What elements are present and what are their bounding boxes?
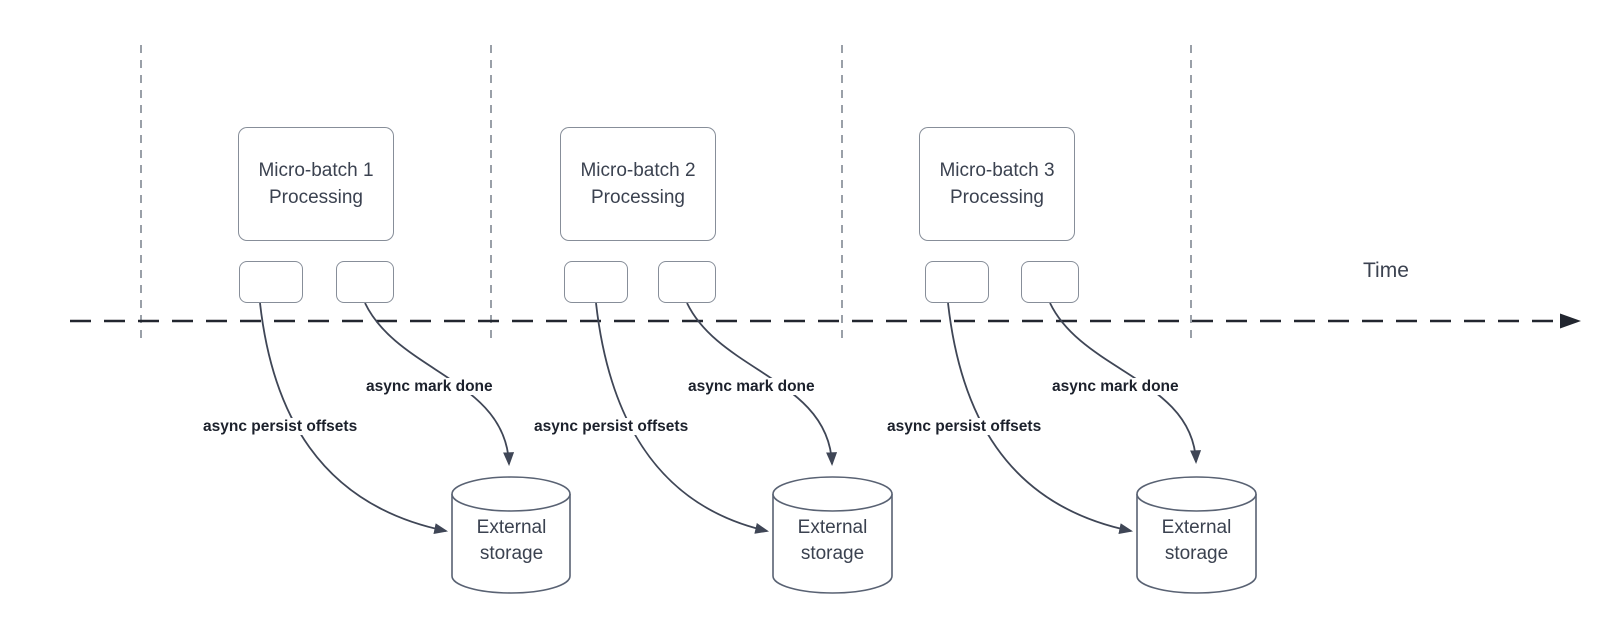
persist-offsets-arrow-3 xyxy=(947,302,1134,535)
micro-batch-2-processing-node: Micro-batch 2 Processing xyxy=(560,127,716,241)
micro-batch-3-title-line2: Processing xyxy=(950,187,1044,208)
persist-offsets-label-1: async persist offsets xyxy=(203,418,358,435)
storage-cylinder-1 xyxy=(451,476,571,594)
micro-batch-1-processing-node: Micro-batch 1 Processing xyxy=(238,127,394,241)
timeline-arrowhead xyxy=(1560,313,1581,329)
mark-done-task-node-3 xyxy=(1021,261,1079,303)
persist-offsets-label-2: async persist offsets xyxy=(534,418,689,435)
mark-done-label-2: async mark done xyxy=(688,378,815,395)
micro-batch-3-processing-node: Micro-batch 3 Processing xyxy=(919,127,1075,241)
external-storage-label-1-line2: storage xyxy=(479,543,544,564)
mark-done-label-1: async mark done xyxy=(366,378,493,395)
mark-done-task-node-1 xyxy=(336,261,394,303)
external-storage-label-1: External storage xyxy=(452,515,571,567)
mark-done-label-3: async mark done xyxy=(1052,378,1179,395)
micro-batch-1-title-line2: Processing xyxy=(269,187,363,208)
storage-cylinder-2 xyxy=(772,476,893,594)
persist-offsets-arrow-1 xyxy=(259,302,449,535)
persist-offsets-task-node-2 xyxy=(564,261,628,303)
external-storage-label-3-line1: External xyxy=(1161,517,1232,538)
external-storage-label-1-line1: External xyxy=(476,517,547,538)
storage-cylinder-3 xyxy=(1136,476,1257,594)
persist-offsets-arrow-2 xyxy=(595,302,770,534)
external-storage-label-2: External storage xyxy=(773,515,892,567)
micro-batch-2-title-line1: Micro-batch 2 xyxy=(580,160,696,181)
persist-offsets-label-3: async persist offsets xyxy=(887,418,1042,435)
mark-done-task-node-2 xyxy=(658,261,716,303)
persist-offsets-task-node-3 xyxy=(925,261,989,303)
time-axis-label: Time xyxy=(1363,259,1409,282)
mark-done-arrow-2 xyxy=(686,302,838,467)
external-storage-label-3-line2: storage xyxy=(1164,543,1229,564)
micro-batch-2-title-line2: Processing xyxy=(591,187,685,208)
micro-batch-3-title-line1: Micro-batch 3 xyxy=(939,160,1055,181)
micro-batch-1-title-line1: Micro-batch 1 xyxy=(258,160,374,181)
persist-offsets-task-node-1 xyxy=(239,261,303,303)
external-storage-label-2-line1: External xyxy=(797,517,868,538)
mark-done-arrow-3 xyxy=(1049,302,1202,465)
external-storage-label-3: External storage xyxy=(1137,515,1256,567)
external-storage-label-2-line2: storage xyxy=(800,543,865,564)
mark-done-arrow-1 xyxy=(364,302,515,467)
